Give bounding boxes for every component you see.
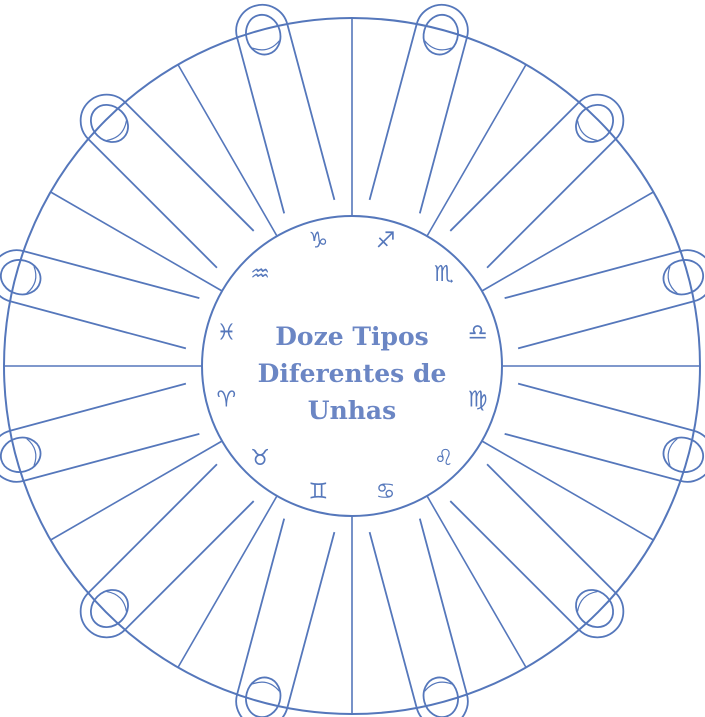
title-line-3: Unhas bbox=[232, 392, 472, 429]
finger-outline bbox=[70, 464, 254, 648]
title-line-2: Diferentes de bbox=[232, 355, 472, 392]
sector-divider bbox=[51, 441, 222, 540]
fingernail bbox=[660, 256, 705, 299]
zodiac-sign-2: ♐ bbox=[376, 228, 396, 253]
finger-5 bbox=[450, 464, 634, 648]
nail-cuticle bbox=[27, 437, 39, 465]
nail-cuticle bbox=[27, 266, 39, 294]
finger-8 bbox=[70, 464, 254, 648]
nail-cuticle bbox=[665, 266, 677, 294]
nail-cuticle bbox=[665, 437, 677, 465]
zodiac-sign-12: ♒ bbox=[250, 262, 270, 287]
fingernail bbox=[242, 674, 285, 717]
zodiac-sign-8: ♊ bbox=[308, 480, 328, 505]
nail-cuticle bbox=[423, 679, 451, 691]
sector-divider bbox=[178, 65, 277, 236]
zodiac-sign-6: ♌ bbox=[434, 446, 454, 471]
fingernail bbox=[660, 433, 705, 476]
finger-outline bbox=[70, 84, 254, 268]
finger-11 bbox=[70, 84, 254, 268]
finger-2 bbox=[450, 84, 634, 268]
center-title: Doze Tipos Diferentes de Unhas bbox=[232, 318, 472, 429]
fingernail bbox=[419, 674, 462, 717]
finger-outline bbox=[450, 84, 634, 268]
zodiac-sign-1: ♑ bbox=[308, 228, 328, 253]
fingernail bbox=[0, 256, 44, 299]
zodiac-sign-7: ♋ bbox=[376, 480, 396, 505]
sector-divider bbox=[482, 192, 653, 291]
sector-divider bbox=[427, 65, 526, 236]
fingernail bbox=[0, 433, 44, 476]
nail-cuticle bbox=[252, 41, 280, 53]
sector-divider bbox=[51, 192, 222, 291]
finger-outline bbox=[450, 464, 634, 648]
nail-cuticle bbox=[252, 679, 280, 691]
sector-divider bbox=[482, 441, 653, 540]
sector-divider bbox=[427, 496, 526, 667]
nail-cuticle bbox=[423, 41, 451, 53]
zodiac-sign-3: ♏ bbox=[434, 262, 454, 287]
sector-divider bbox=[178, 496, 277, 667]
title-line-1: Doze Tipos bbox=[232, 318, 472, 355]
zodiac-sign-9: ♉ bbox=[250, 446, 270, 471]
